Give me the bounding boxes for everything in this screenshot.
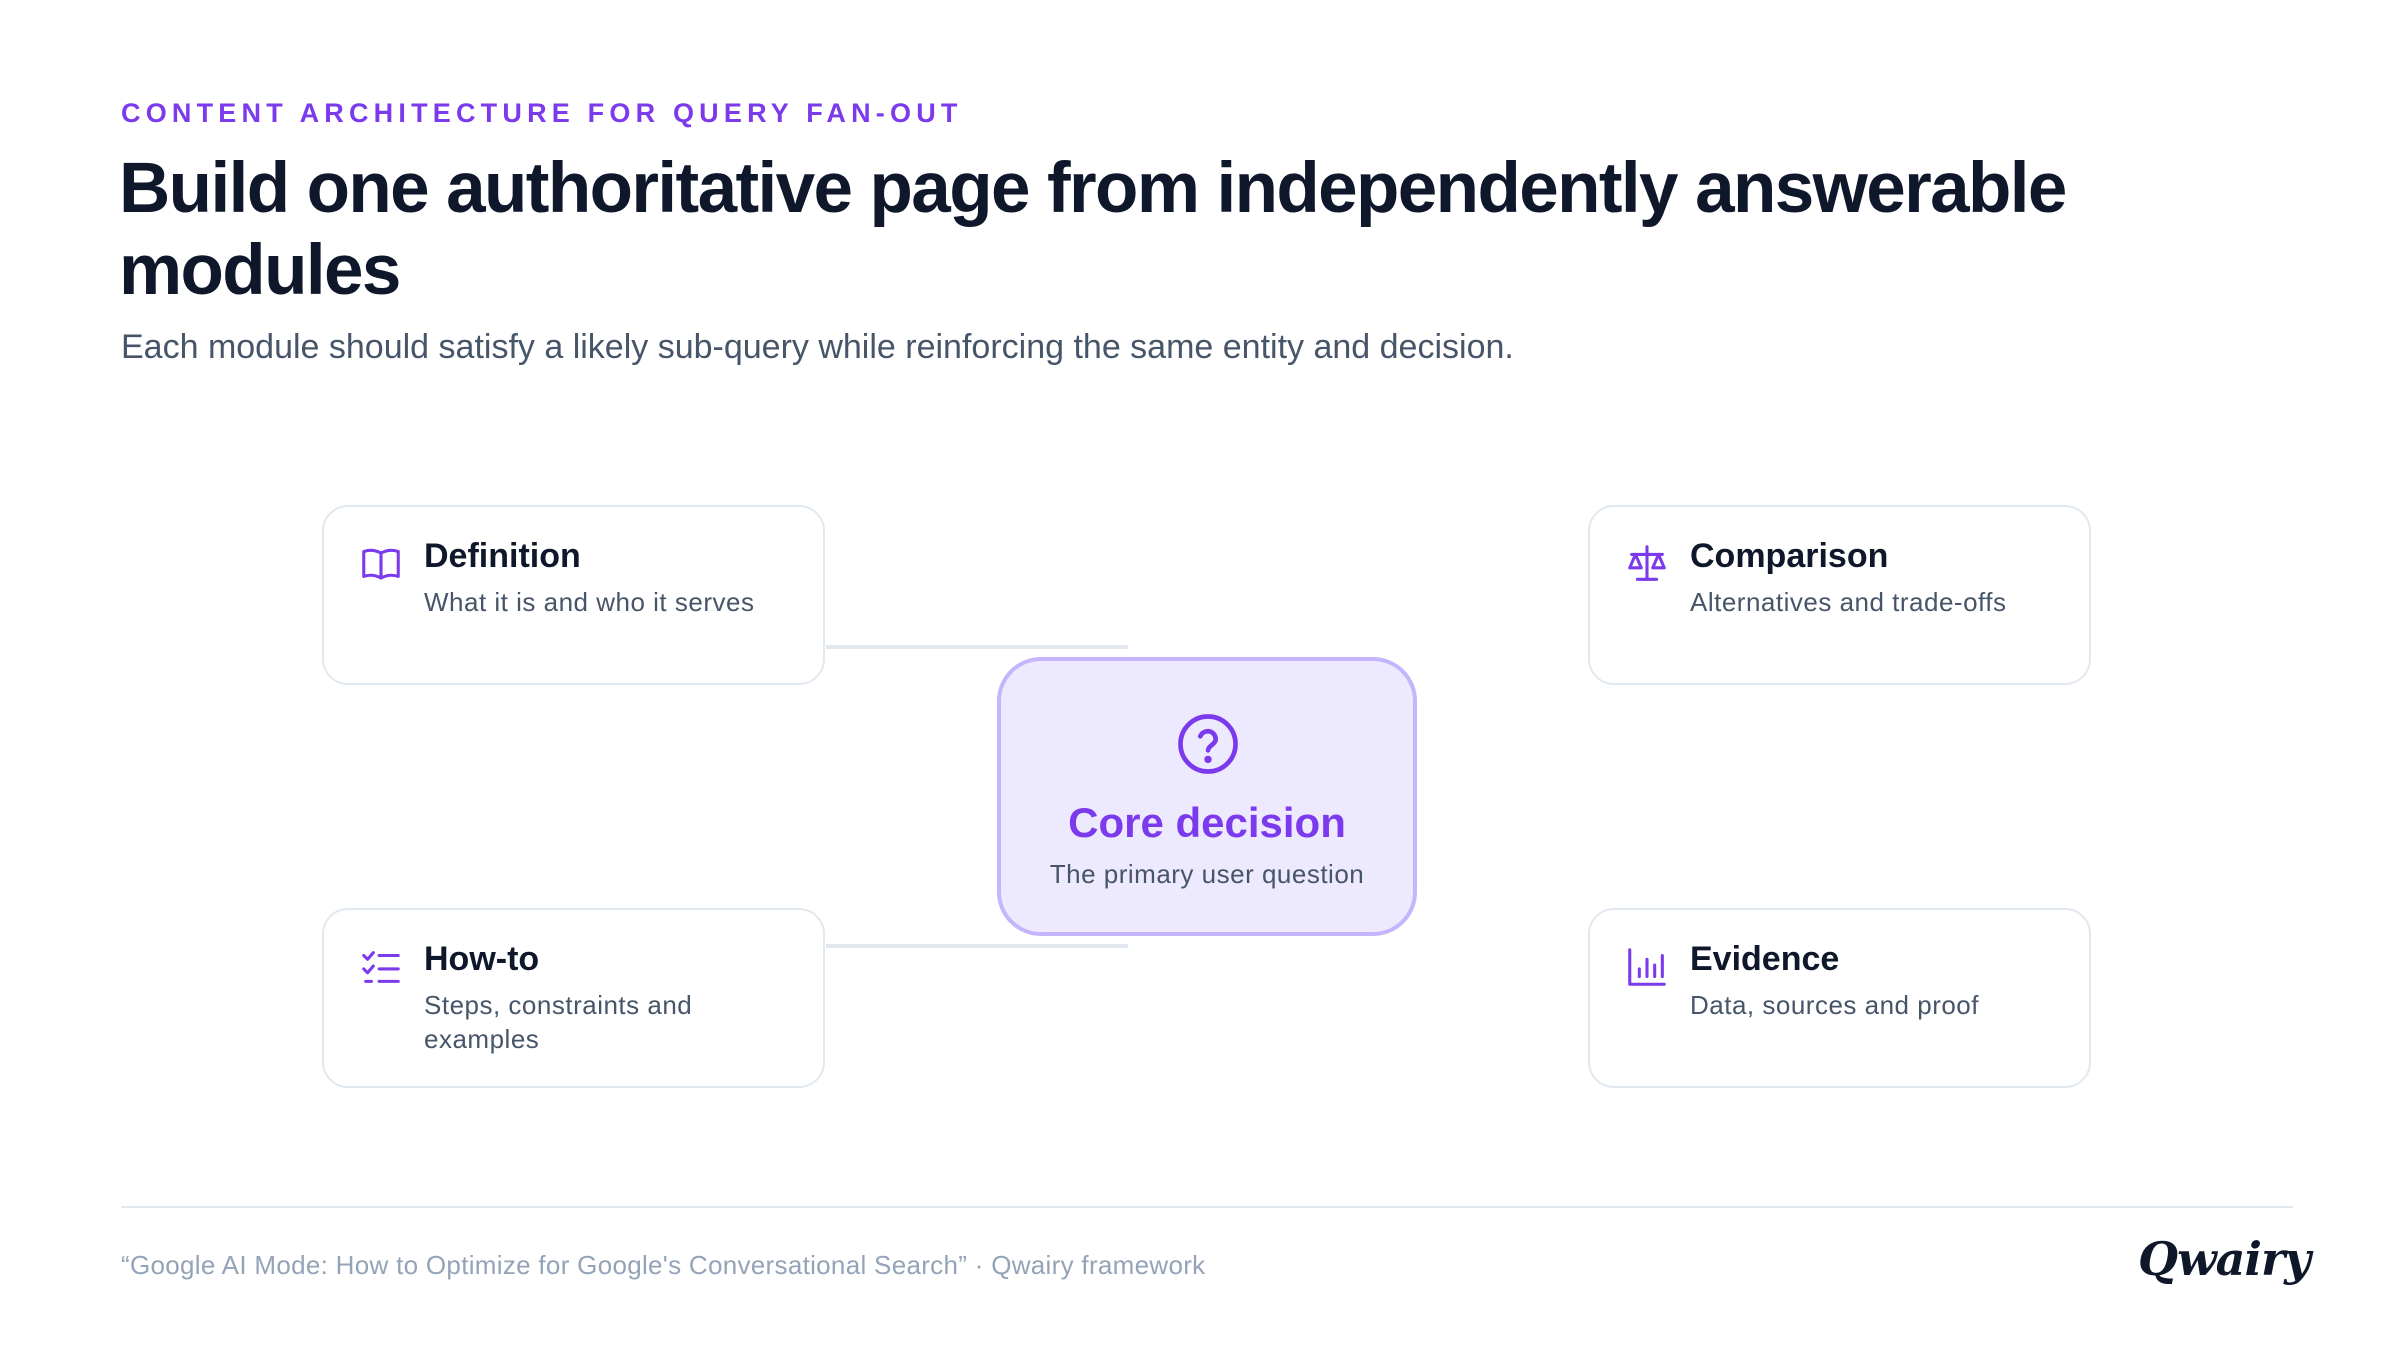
module-title: Definition [424, 537, 581, 575]
bar-chart-icon [1624, 944, 1670, 990]
module-description: Alternatives and trade-offs [1690, 587, 2007, 617]
core-description: The primary user question [1049, 859, 1365, 889]
core-title: Core decision [1068, 799, 1346, 846]
module-title: Evidence [1690, 940, 1840, 978]
module-card-definition: Definition What it is and who it serves [322, 505, 825, 685]
connector-definition [826, 645, 1128, 649]
eyebrow: CONTENT ARCHITECTURE FOR QUERY FAN-OUT [121, 98, 963, 128]
module-description: Data, sources and proof [1690, 990, 1979, 1020]
core-decision-node: Core decision The primary user question [997, 657, 1417, 936]
connector-how-to [826, 944, 1128, 948]
page-title: Build one authoritative page from indepe… [119, 149, 2067, 310]
checklist-icon [358, 944, 404, 990]
module-description: Steps, constraints and examples [424, 990, 693, 1054]
book-open-icon [358, 541, 404, 587]
module-card-comparison: Comparison Alternatives and trade-offs [1588, 505, 2091, 685]
question-circle-icon [1175, 711, 1241, 777]
module-title: How-to [424, 940, 540, 978]
page-subtitle: Each module should satisfy a likely sub-… [121, 328, 1514, 366]
footer-divider [121, 1206, 2293, 1208]
module-title: Comparison [1690, 537, 1889, 575]
module-description: What it is and who it serves [424, 587, 755, 617]
module-card-evidence: Evidence Data, sources and proof [1588, 908, 2091, 1088]
qwairy-logo: Qwairy [2138, 1232, 2311, 1286]
footer-source: “Google AI Mode: How to Optimize for Goo… [121, 1250, 1206, 1280]
module-card-how-to: How-to Steps, constraints and examples [322, 908, 825, 1088]
scale-icon [1624, 541, 1670, 587]
